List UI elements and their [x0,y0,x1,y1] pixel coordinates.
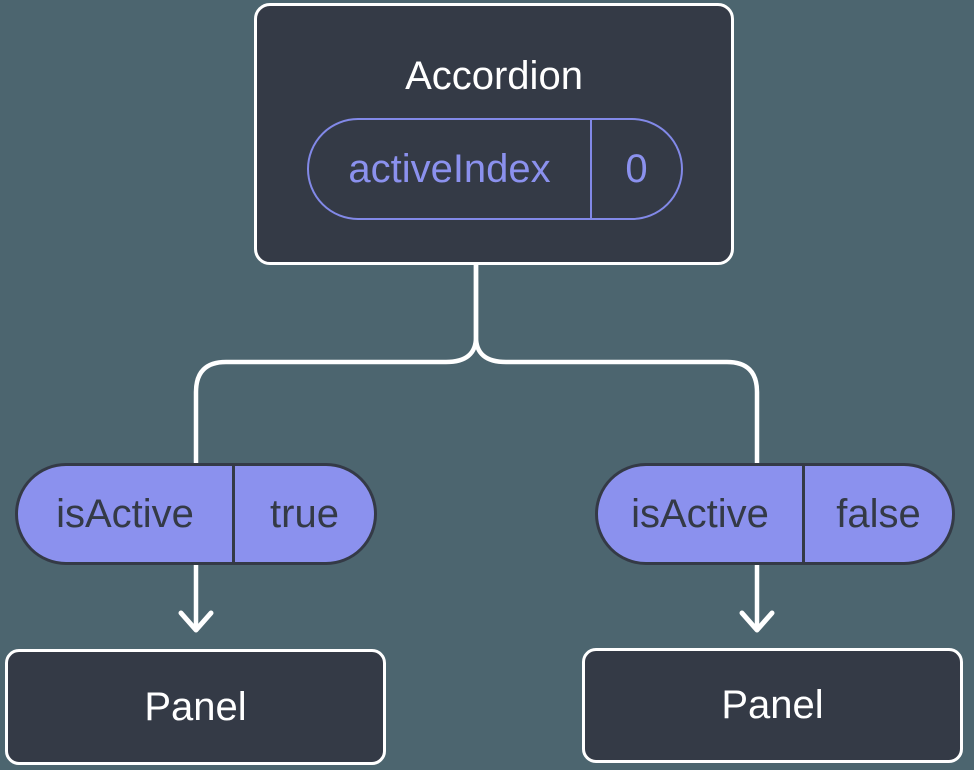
prop-name: isActive [631,491,769,536]
connector-left-branch [193,261,479,631]
state-pill-divider [590,120,592,218]
prop-value: true [270,491,339,536]
arrow-down-icon [178,610,214,633]
prop-value: false [836,491,921,536]
state-value: 0 [625,146,648,191]
prop-pill-divider [802,466,805,562]
prop-name: isActive [56,491,194,536]
prop-pill-right: isActive false [595,463,955,565]
accordion-node: Accordion activeIndex 0 [254,3,734,265]
accordion-node-title: Accordion [405,54,583,98]
arrow-down-icon [739,610,775,633]
prop-pill-divider [232,466,235,562]
prop-pill-left: isActive true [15,463,377,565]
panel-node-left: Panel [5,649,386,765]
panel-node-right: Panel [582,648,963,763]
state-name: activeIndex [348,146,551,191]
connector-right-branch [473,261,760,631]
state-pill: activeIndex 0 [307,118,683,220]
